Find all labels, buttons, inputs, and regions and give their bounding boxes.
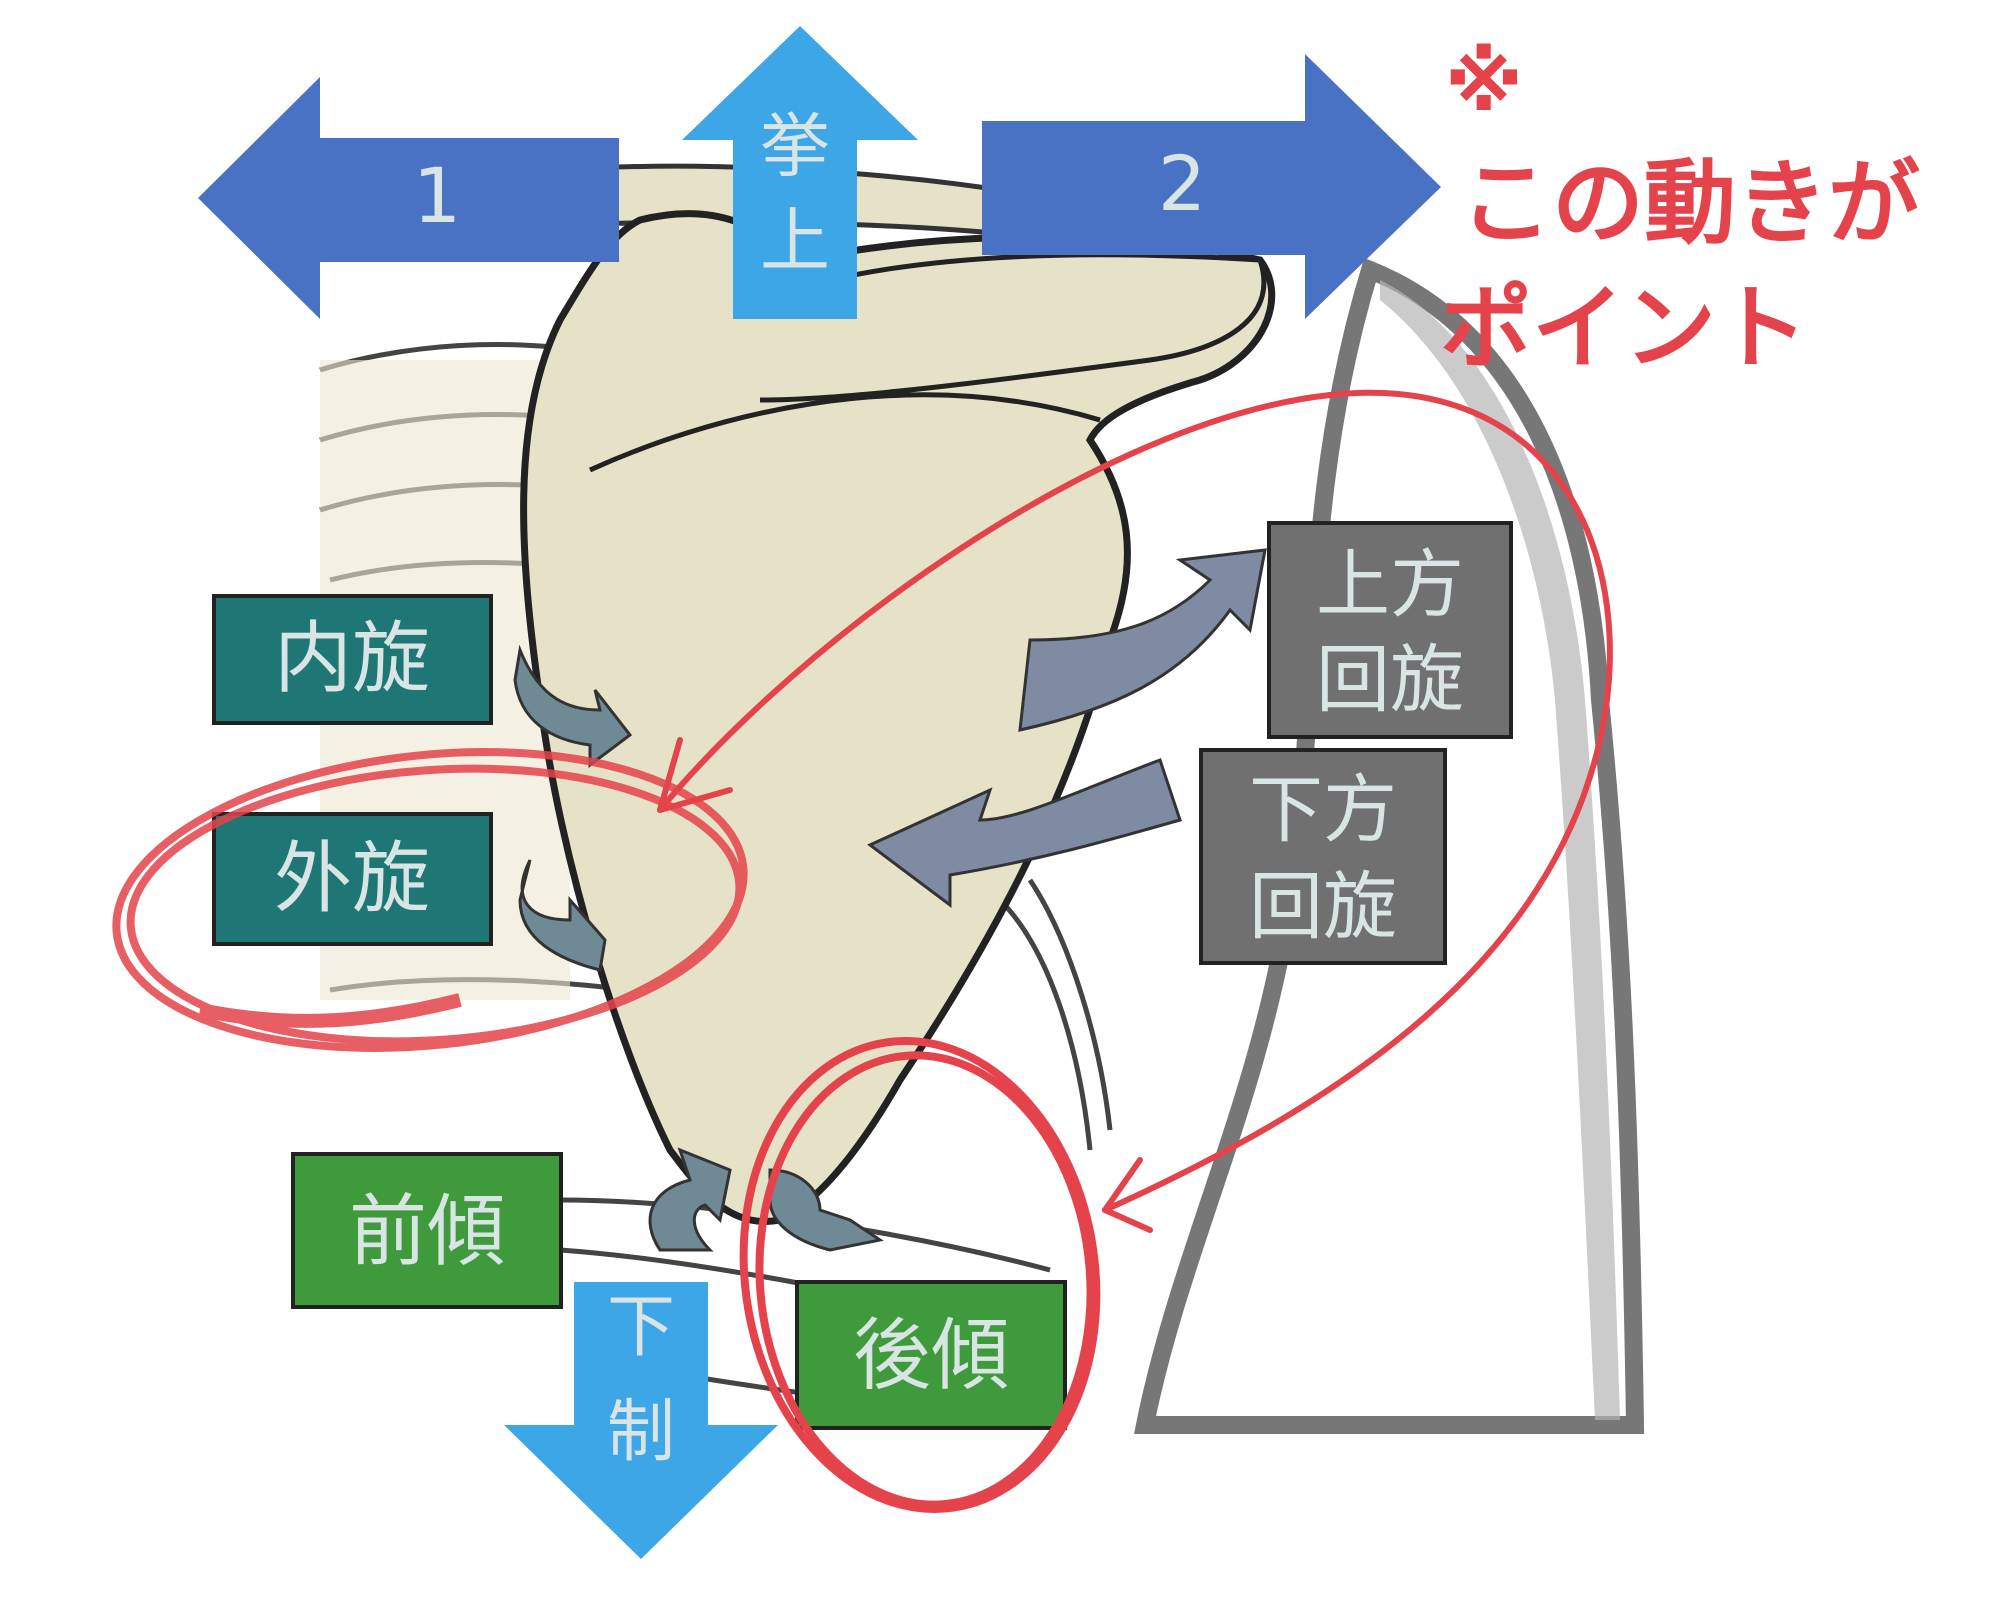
rotation-arrow-upward	[1018, 548, 1267, 732]
arrow-elevation-up[interactable]	[682, 26, 918, 319]
box-anterior-tilt[interactable]: 前傾	[291, 1152, 563, 1309]
box-internal-rotation[interactable]: 内旋	[212, 594, 493, 725]
arrow-depression-down[interactable]	[504, 1282, 778, 1559]
annotation-line-1: この動きが	[1460, 150, 1920, 257]
depression-label-2: 制	[607, 1393, 675, 1472]
arm-shading	[1380, 280, 1620, 1420]
red-circle-posterior-tilt	[739, 1037, 1101, 1513]
internal-rotation-label: 内旋	[274, 614, 430, 704]
rotation-arrow-internal	[513, 644, 633, 768]
upward-rotation-label-2: 回旋	[1316, 637, 1464, 723]
elevation-label-2: 上	[760, 200, 830, 282]
tilt-arrow-posterior	[768, 1168, 884, 1252]
tilt-arrow-anterior	[648, 1147, 732, 1252]
upward-rotation-label-1: 上方	[1316, 542, 1464, 628]
acromion	[759, 252, 1267, 403]
box-downward-rotation[interactable]: 下方 回旋	[1199, 748, 1447, 965]
arrow-2-right[interactable]	[982, 54, 1441, 319]
box-upward-rotation[interactable]: 上方 回旋	[1267, 521, 1513, 739]
arrow-1-left[interactable]	[198, 77, 619, 319]
arrow-2-label: 2	[1158, 139, 1206, 228]
anterior-tilt-label: 前傾	[349, 1187, 505, 1277]
downward-rotation-label-2: 回旋	[1249, 864, 1397, 950]
annotation-mark: ※	[1445, 36, 1523, 129]
red-circle-external-rotation	[112, 748, 748, 1052]
box-external-rotation[interactable]: 外旋	[212, 812, 493, 946]
rotation-arrow-external	[518, 859, 607, 972]
external-rotation-label: 外旋	[274, 834, 430, 924]
rotation-arrow-downward	[867, 758, 1182, 908]
posterior-tilt-label: 後傾	[853, 1311, 1009, 1401]
depression-label-1: 下	[607, 1288, 675, 1367]
arrow-1-label: 1	[413, 151, 461, 240]
red-curved-arrow	[657, 390, 1613, 1233]
annotation-line-2: ポイント	[1440, 275, 1808, 382]
scapular-spine	[588, 392, 1101, 473]
box-posterior-tilt[interactable]: 後傾	[795, 1280, 1067, 1430]
downward-rotation-label-1: 下方	[1249, 767, 1397, 853]
elevation-label-1: 挙	[760, 105, 830, 187]
